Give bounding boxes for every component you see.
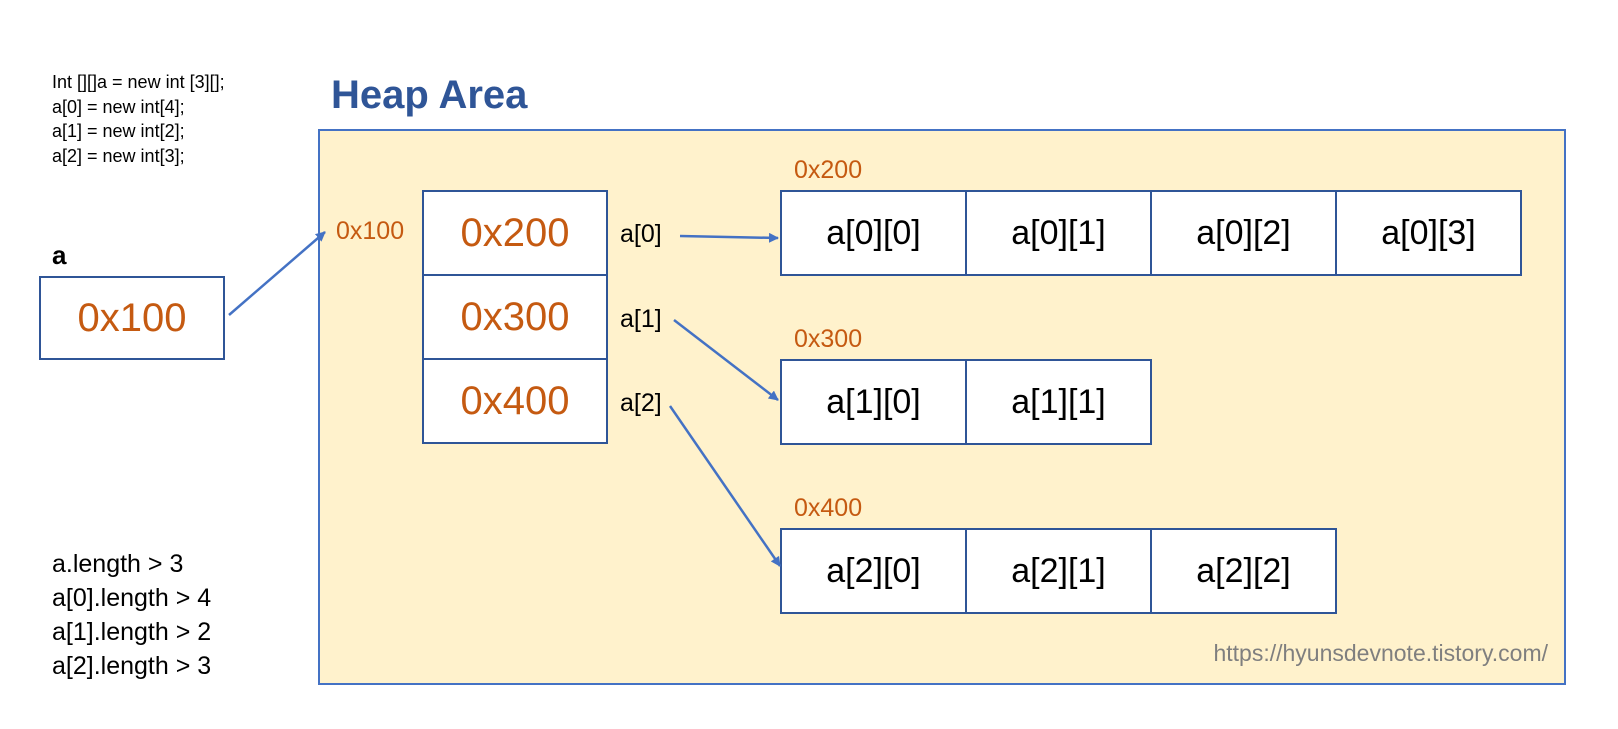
inner-array-cell: a[0][2] (1150, 190, 1337, 276)
inner-array-cell: a[2][2] (1150, 528, 1337, 614)
inner-array-address: 0x200 (794, 156, 863, 184)
index-label: a[1] (620, 305, 662, 333)
inner-array-cell: a[2][1] (965, 528, 1152, 614)
code-line: a[2] = new int[3]; (52, 146, 185, 166)
length-line: a[2].length > 3 (52, 652, 212, 680)
length-line: a.length > 3 (52, 550, 184, 578)
code-line: a[1] = new int[2]; (52, 121, 185, 141)
outer-array-cell: 0x200 (422, 190, 608, 276)
outer-array-cell: 0x300 (422, 274, 608, 360)
outer-array-cell: 0x400 (422, 358, 608, 444)
inner-array-cell: a[0][3] (1335, 190, 1522, 276)
arrow-a0-to-array (679, 232, 779, 243)
variable-name-label: a (52, 240, 67, 270)
heap-area-title: Heap Area (331, 73, 528, 117)
index-label: a[2] (620, 389, 662, 417)
inner-array-cell: a[0][1] (965, 190, 1152, 276)
code-line: Int [][]a = new int [3][]; (52, 72, 225, 92)
arrow-a-to-heap (228, 231, 326, 316)
inner-array-cell: a[1][1] (965, 359, 1152, 445)
inner-array-cell: a[1][0] (780, 359, 967, 445)
watermark-url: https://hyunsdevnote.tistory.com/ (1213, 640, 1548, 666)
arrow-a1-to-array (673, 319, 779, 401)
outer-array-address: 0x100 (336, 217, 405, 245)
inner-array-address: 0x300 (794, 325, 863, 353)
index-label: a[0] (620, 220, 662, 248)
code-line: a[0] = new int[4]; (52, 97, 185, 117)
arrow-a2-to-array (668, 405, 782, 567)
inner-array-address: 0x400 (794, 494, 863, 522)
inner-array-cell: a[0][0] (780, 190, 967, 276)
length-line: a[0].length > 4 (52, 584, 212, 612)
length-line: a[1].length > 2 (52, 618, 212, 646)
variable-a-box: 0x100 (39, 276, 225, 360)
